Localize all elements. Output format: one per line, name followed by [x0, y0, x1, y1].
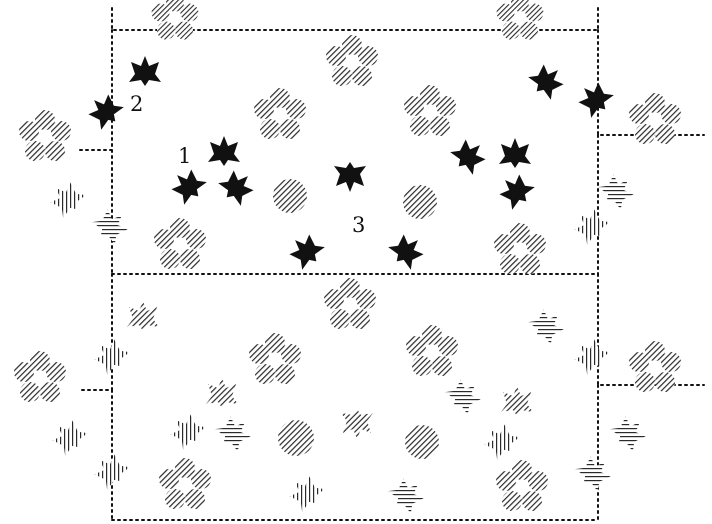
flower-motif-icon [249, 333, 301, 384]
arrowhead-leaf-motif-icon [442, 374, 486, 418]
flower-motif-icon [494, 223, 546, 274]
flower-motif-icon [497, 0, 544, 40]
hatched-dot-icon [278, 420, 314, 456]
arrowhead-leaf-motif-icon [385, 473, 429, 517]
hatched-dot-icon [403, 185, 437, 219]
arrowhead-leaf-motif-icon [501, 386, 533, 416]
flower-motif-group [14, 0, 681, 511]
arrowhead-leaf-motif-icon [595, 169, 639, 213]
flower-motif-icon [14, 351, 66, 402]
flower-motif-icon [159, 458, 211, 509]
flower-motif-icon [254, 88, 306, 139]
arrowhead-leaf-motif-icon [385, 229, 429, 273]
flower-motif-icon [324, 278, 376, 329]
arrowhead-leaf-motif-icon [83, 89, 127, 133]
arrowhead-leaf-motif-icon [165, 409, 209, 453]
label-two: 2 [130, 92, 143, 116]
arrowhead-leaf-motif-icon [494, 169, 538, 213]
arrowhead-leaf-motif-icon [47, 415, 91, 459]
arrowhead-leaf-motif-icon [525, 304, 569, 348]
hatched-dot-icon [273, 179, 307, 213]
arrowhead-leaf-motif-icon [206, 378, 238, 408]
arrowhead-leaf-motif-icon [208, 136, 240, 166]
flower-motif-icon [629, 93, 681, 144]
arrowhead-leaf-motif-icon [334, 162, 366, 192]
arrowhead-leaf-motif-icon [89, 449, 133, 493]
bottom-block-right-edge [598, 274, 704, 520]
arrowhead-leaf-motif-icon [479, 419, 523, 463]
arrowhead-leaf-motif-icon [525, 59, 569, 103]
arrowhead-leaf-motif-icon [284, 471, 328, 515]
arrowhead-leaf-motif-icon [569, 204, 613, 248]
flower-motif-icon [404, 85, 456, 136]
arrowhead-leaf-motif-icon [215, 165, 259, 209]
arrowhead-leaf-motif-icon [569, 334, 613, 378]
arrowhead-leaf-motif-icon [341, 409, 373, 439]
arrowhead-leaf-motif-icon [499, 138, 531, 168]
flower-motif-icon [406, 325, 458, 376]
label-one: 1 [178, 144, 191, 168]
arrowhead-leaf-motif-icon [284, 229, 328, 273]
arrowhead-leaf-motif-icon [89, 334, 133, 378]
arrowhead-leaf-motif-icon [212, 411, 256, 455]
flower-motif-icon [19, 110, 71, 161]
arrowhead-leaf-motif-icon [129, 56, 161, 86]
arrowhead-leaf-motif-icon [573, 77, 617, 121]
top-block-left-edge [80, 30, 112, 274]
arrowhead-leaf-motif-icon [127, 301, 159, 331]
hatched-arrow-group [45, 169, 651, 517]
arrowhead-leaf-motif-icon [447, 134, 491, 178]
flower-motif-icon [152, 0, 199, 40]
arrowhead-leaf-motif-icon [572, 451, 616, 495]
arrowhead-leaf-motif-icon [166, 164, 210, 208]
top-block-right-edge [598, 30, 704, 274]
flower-motif-icon [154, 218, 206, 269]
arrowhead-leaf-motif-icon [607, 411, 651, 455]
label-three: 3 [352, 213, 365, 237]
arrowhead-leaf-motif-icon [45, 177, 89, 221]
flower-motif-icon [496, 460, 548, 511]
flower-motif-icon [326, 35, 378, 86]
hatched-dot-icon [405, 425, 439, 459]
